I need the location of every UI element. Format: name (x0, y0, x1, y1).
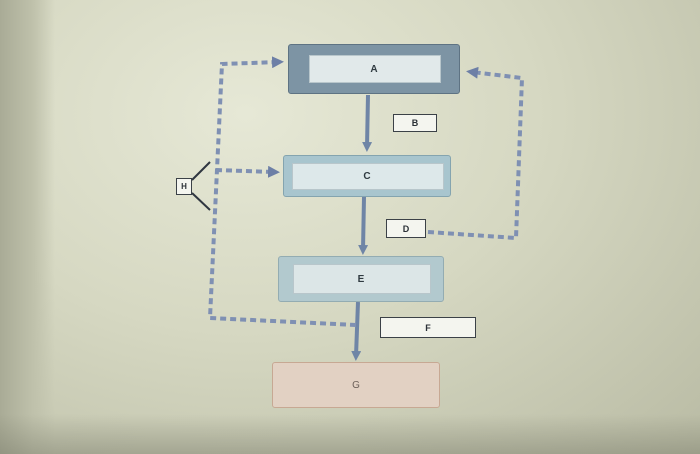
label-box-d: D (386, 219, 426, 238)
photo-bottom-shadow (0, 414, 700, 454)
label-box-h: H (176, 178, 192, 195)
h-bracket-upper (191, 161, 211, 181)
node-g: G (272, 362, 440, 408)
node-e: E (278, 256, 444, 302)
dashed-d-to-a (427, 66, 525, 241)
arrow-c-to-e (358, 196, 369, 255)
node-a-label: A (370, 63, 378, 75)
label-box-f: F (380, 317, 476, 338)
node-e-label: E (357, 273, 365, 285)
h-bracket-lower (191, 192, 211, 211)
node-c-label: C (363, 170, 371, 182)
arrow-e-to-g (351, 301, 362, 361)
label-box-b: B (393, 114, 437, 132)
node-c-inner (292, 163, 444, 190)
arrow-a-to-c (362, 94, 373, 152)
dashed-f-to-a (207, 56, 357, 327)
node-e-inner (293, 264, 431, 294)
dashed-branch-to-c (215, 165, 280, 178)
photo-edge-shadow (0, 0, 55, 454)
node-a: A (288, 44, 460, 94)
node-c: C (283, 155, 451, 197)
node-a-inner (309, 55, 441, 83)
node-g-label: G (352, 379, 360, 391)
